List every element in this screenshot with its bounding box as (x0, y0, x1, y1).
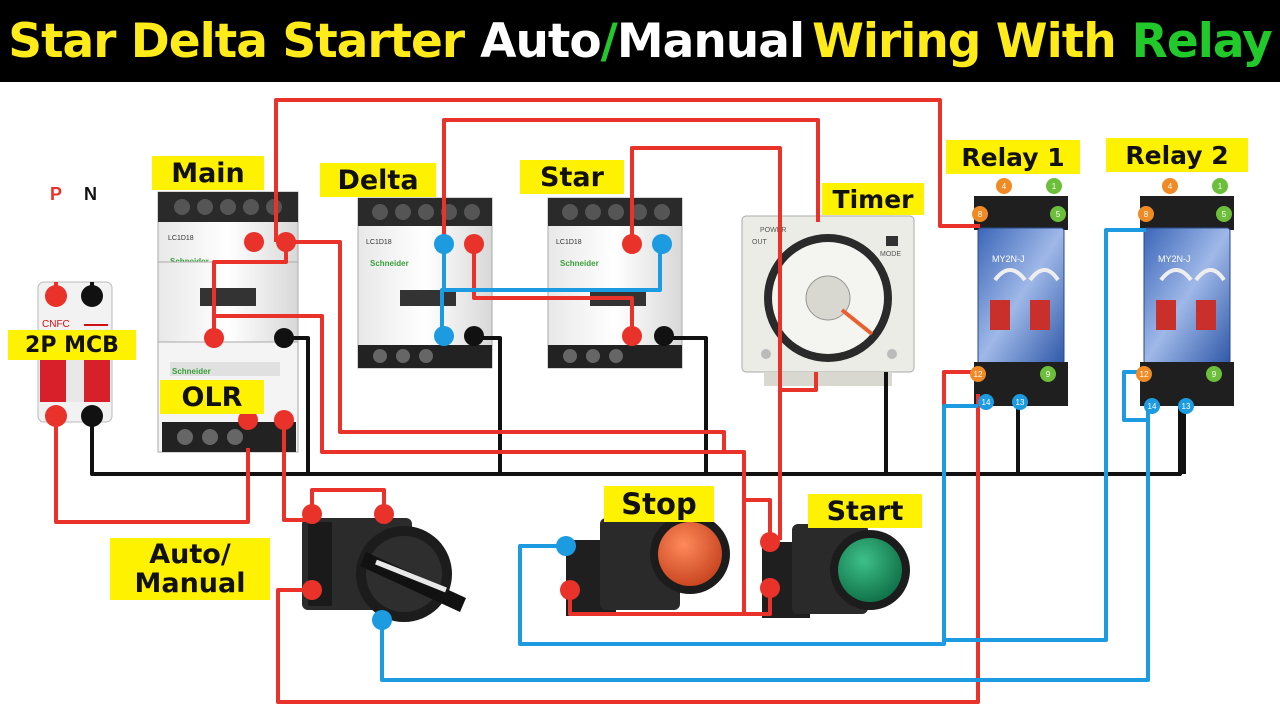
relay2-pin-1: 1 (1218, 182, 1223, 191)
stop-pushbutton (566, 514, 730, 616)
relay2-pin-14: 14 (1148, 402, 1157, 411)
relay1-pins: 4 8 1 5 12 14 13 9 (970, 178, 1066, 410)
label-star: Star (520, 160, 624, 194)
relay1-device: MY2N-J (974, 196, 1068, 406)
auto-manual-selector-switch (302, 518, 466, 622)
label-relay2: Relay 2 (1106, 138, 1248, 172)
timer-power-text: POWER (760, 227, 786, 234)
title-part-star-delta: Star Delta Starter (8, 13, 465, 69)
wire-delta-star-blue (440, 240, 662, 334)
wire-neutral-star (664, 336, 708, 474)
main-model-text: LC1D18 (168, 235, 194, 242)
relay1-pin-9: 9 (1046, 370, 1051, 379)
relay1-pin-1: 1 (1052, 182, 1057, 191)
mcb-brand-text: CNFC (42, 319, 70, 330)
relay2-model-text: MY2N-J (1158, 254, 1191, 264)
star-brand-text: Schneider (560, 259, 599, 268)
label-auto-manual-line1: Auto/ (149, 539, 231, 570)
title-part-relay: Relay (1131, 13, 1273, 69)
wires (54, 98, 1186, 704)
label-relay1: Relay 1 (946, 140, 1080, 174)
wire-main-top-loop (274, 98, 980, 242)
neutral-letter-n: N (84, 184, 97, 204)
wire-relay2-12 (1122, 370, 1148, 422)
title-auto-text: Auto (480, 13, 602, 69)
title-part-wiring-with: Wiring With (812, 13, 1117, 69)
wire-stop-relay1 (518, 404, 978, 646)
main-contactor: LC1D18 Schneider Schneider (157, 191, 299, 453)
relay1-pin-13: 13 (1016, 398, 1025, 407)
olr-brand-text: Schneider (172, 367, 211, 376)
relay2-pin-8: 8 (1144, 210, 1149, 219)
relay2-pins: 4 8 1 5 12 14 13 9 (1136, 178, 1232, 414)
wire-timer-start (780, 372, 818, 392)
title-banner: Star Delta Starter Auto/Manual Wiring Wi… (0, 0, 1280, 82)
relay1-pin-14: 14 (982, 398, 991, 407)
wire-star-timer (630, 146, 782, 540)
star-contactor: LC1D18 Schneider (547, 197, 683, 369)
wire-phase-mcb-olr (54, 418, 250, 524)
wire-selector-relay2 (380, 406, 1150, 682)
start-pushbutton (762, 524, 910, 618)
delta-brand-text: Schneider (370, 259, 409, 268)
delta-model-text: LC1D18 (366, 239, 392, 246)
wiring-diagram: CNFC LC1D18 Schneider Schneider LC1D18 S… (37, 98, 1234, 704)
label-timer: Timer (822, 183, 924, 215)
relay1-pin-4: 4 (1002, 182, 1007, 191)
wire-relay2-top (944, 228, 1146, 642)
label-start: Start (808, 494, 922, 528)
wire-selector-relay1 (276, 394, 980, 704)
timer-out-text: OUT (752, 239, 768, 246)
wire-olr-selector (282, 420, 386, 522)
timer-device: POWER OUT MODE (741, 215, 915, 386)
label-auto-manual-line2: Manual (134, 568, 246, 599)
relay1-pin-12: 12 (974, 370, 983, 379)
relay2-pin-13: 13 (1182, 402, 1191, 411)
label-olr: OLR (160, 380, 264, 414)
wire-delta-timer (442, 118, 820, 242)
relay2-pin-12: 12 (1140, 370, 1149, 379)
relay1-pin-5: 5 (1056, 210, 1061, 219)
relay2-pin-4: 4 (1168, 182, 1173, 191)
label-auto-manual: Auto/ Manual (110, 538, 270, 600)
label-delta: Delta (320, 163, 436, 197)
title-slash: / (600, 13, 618, 69)
label-main: Main (152, 156, 264, 190)
relay2-pin-9: 9 (1212, 370, 1217, 379)
relay1-model-text: MY2N-J (992, 254, 1025, 264)
relay2-pin-5: 5 (1222, 210, 1227, 219)
wire-delta-star-interlock (472, 244, 634, 334)
label-mcb: 2P MCB (8, 330, 136, 360)
star-model-text: LC1D18 (556, 239, 582, 246)
terminals (45, 232, 780, 630)
relay1-pin-8: 8 (978, 210, 983, 219)
title-part-auto: Auto/Manual (480, 13, 805, 69)
wire-start-loop (742, 452, 772, 540)
relay2-device: MY2N-J (1140, 196, 1234, 406)
phase-letter-p: P (50, 184, 62, 204)
timer-mode-text: MODE (880, 251, 901, 258)
title-manual-text: Manual (616, 13, 805, 69)
label-stop: Stop (604, 486, 714, 522)
